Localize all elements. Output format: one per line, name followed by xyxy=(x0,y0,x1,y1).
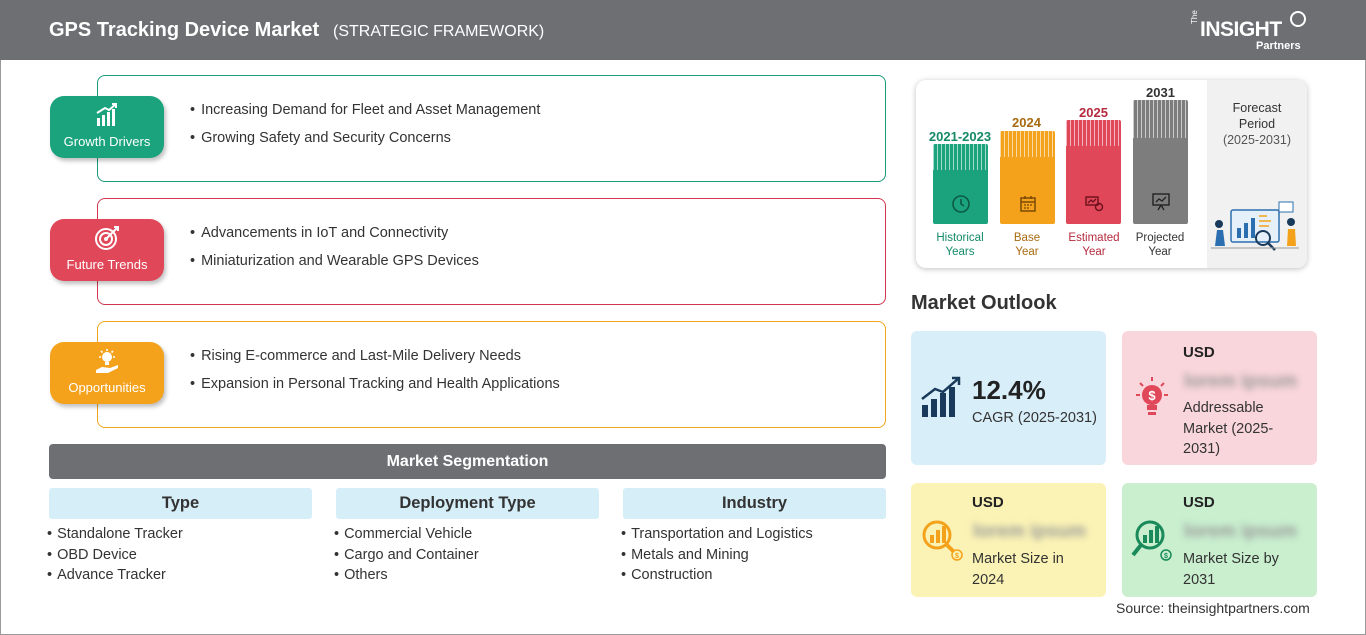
svg-text:$: $ xyxy=(1148,388,1156,403)
list-item: Cargo and Container xyxy=(334,545,479,566)
source-text: Source: theinsightpartners.com xyxy=(1116,600,1310,616)
analytics-illustration-icon xyxy=(1211,201,1299,251)
cagr-value: 12.4% xyxy=(972,375,1046,405)
badge-label: Opportunities xyxy=(68,380,146,395)
size-2024-value: lorem ipsum xyxy=(973,521,1086,541)
insight-partners-logo: The INSIGHT Partners xyxy=(1190,10,1310,54)
size-2031-label: Market Size by 2031 xyxy=(1183,551,1279,588)
size-2031-currency: USD xyxy=(1183,494,1215,511)
list-item: Expansion in Personal Tracking and Healt… xyxy=(190,370,560,398)
opportunities-box: Rising E-commerce and Last-Mile Delivery… xyxy=(97,321,886,428)
growth-chart-icon xyxy=(921,376,961,417)
list-item: Miniaturization and Wearable GPS Devices xyxy=(190,247,479,275)
timeline-bar-base xyxy=(1000,131,1055,224)
segment-list-type: Standalone Tracker OBD Device Advance Tr… xyxy=(47,524,183,586)
forecast-range: (2025-2031) xyxy=(1222,133,1292,147)
bar-growth-icon xyxy=(96,103,117,126)
svg-text:$: $ xyxy=(1164,553,1168,560)
future-trends-badge: Future Trends xyxy=(50,219,164,281)
size-2031-value: lorem ipsum xyxy=(1184,521,1297,541)
size-2024-label: Market Size in 2024 xyxy=(972,551,1064,588)
page-title: GPS Tracking Device Market xyxy=(49,19,320,41)
header-bar: GPS Tracking Device Market (STRATEGIC FR… xyxy=(0,0,1366,60)
timeline-year-projected: 2031 xyxy=(1146,85,1175,100)
target-icon xyxy=(95,226,119,250)
growth-drivers-badge: Growth Drivers xyxy=(50,96,164,158)
list-item: Standalone Tracker xyxy=(47,524,183,545)
list-item: OBD Device xyxy=(47,545,183,566)
magnifier-growth-icon: $ xyxy=(1131,520,1172,561)
page-subtitle: (STRATEGIC FRAMEWORK) xyxy=(333,23,545,40)
cagr-label: CAGR (2025-2031) xyxy=(972,410,1097,426)
timeline-bar-historical xyxy=(933,144,988,224)
addressable-market-card: $ USD lorem ipsum Addressable Market (20… xyxy=(1122,331,1317,465)
list-item: Construction xyxy=(621,565,813,586)
cagr-card: 12.4% CAGR (2025-2031) xyxy=(911,331,1106,465)
list-item: Others xyxy=(334,565,479,586)
segment-heading-deployment: Deployment Type xyxy=(336,488,599,519)
segmentation-title: Market Segmentation xyxy=(49,444,886,479)
list-item: Growing Safety and Security Concerns xyxy=(190,124,540,152)
timeline-bar-projected xyxy=(1133,100,1188,224)
opportunities-badge: Opportunities xyxy=(50,342,164,404)
dollar-bulb-icon: $ xyxy=(1136,377,1168,415)
addressable-currency: USD xyxy=(1183,344,1215,361)
list-item: Advancements in IoT and Connectivity xyxy=(190,219,479,247)
segment-heading-type: Type xyxy=(49,488,312,519)
list-item: Increasing Demand for Fleet and Asset Ma… xyxy=(190,96,540,124)
timeline-bar-estimated xyxy=(1066,120,1121,224)
size-2024-currency: USD xyxy=(972,494,1004,511)
calendar-icon xyxy=(1020,196,1036,212)
segment-heading-industry: Industry xyxy=(623,488,886,519)
lightbulb-hand-icon xyxy=(96,349,118,373)
market-outlook-title: Market Outlook xyxy=(911,292,1057,314)
svg-text:$: $ xyxy=(955,553,959,560)
future-trends-box: Advancements in IoT and Connectivity Min… xyxy=(97,198,886,305)
list-item: Metals and Mining xyxy=(621,545,813,566)
presentation-board-icon xyxy=(1152,193,1170,211)
addressable-value: lorem ipsum xyxy=(1184,371,1297,391)
timeline-year-base: 2024 xyxy=(1012,115,1041,130)
growth-drivers-box: Increasing Demand for Fleet and Asset Ma… xyxy=(97,75,886,182)
badge-label: Future Trends xyxy=(66,257,148,272)
history-clock-icon xyxy=(952,195,970,213)
list-item: Rising E-commerce and Last-Mile Delivery… xyxy=(190,342,560,370)
badge-label: Growth Drivers xyxy=(63,134,151,149)
list-item: Advance Tracker xyxy=(47,565,183,586)
list-item: Transportation and Logistics xyxy=(621,524,813,545)
segment-list-deployment: Commercial Vehicle Cargo and Container O… xyxy=(334,524,479,586)
forecast-label: Forecast Period xyxy=(1232,101,1282,131)
forecast-period: Forecast Period (2025-2031) xyxy=(1210,100,1304,148)
market-size-2031-card: $ USD lorem ipsum Market Size by 2031 xyxy=(1122,483,1317,597)
addressable-label: Addressable Market (2025-2031) xyxy=(1183,400,1274,457)
timeline-year-estimated: 2025 xyxy=(1079,105,1108,120)
magnifier-chart-icon: $ xyxy=(922,520,963,561)
timeline-year-historical: 2021-2023 xyxy=(928,129,992,144)
estimate-gear-icon xyxy=(1085,196,1104,212)
segment-list-industry: Transportation and Logistics Metals and … xyxy=(621,524,813,586)
list-item: Commercial Vehicle xyxy=(334,524,479,545)
market-size-2024-card: $ USD lorem ipsum Market Size in 2024 xyxy=(911,483,1106,597)
